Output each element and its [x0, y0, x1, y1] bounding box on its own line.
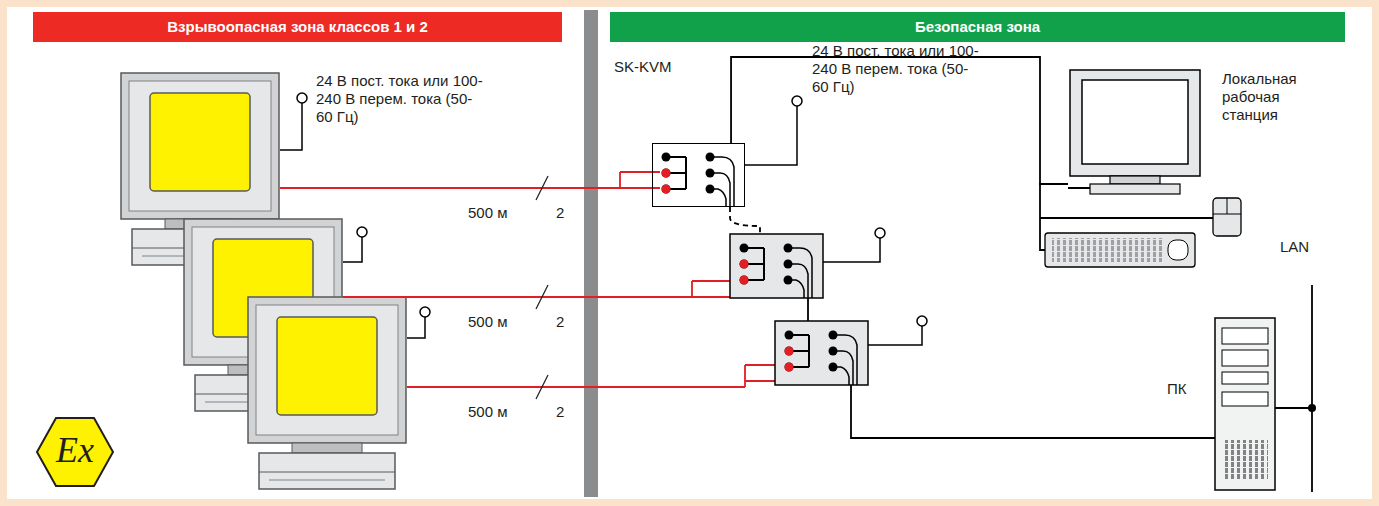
cable-count-slash	[536, 176, 548, 399]
node-label: ПК	[1167, 380, 1187, 398]
zone-band: Безопасная зона	[610, 12, 1345, 42]
cable-count: 2	[556, 204, 564, 222]
kvm-switch	[775, 316, 927, 385]
power-label: 24 В пост. тока или 100-240 В перем. ток…	[316, 72, 484, 126]
lan-bus	[1311, 285, 1313, 492]
pc-tower	[1215, 318, 1275, 490]
ex-monitor	[248, 297, 430, 489]
power-label: 24 В пост. тока или 100-240 В перем. ток…	[812, 42, 980, 96]
cascade-link	[807, 298, 809, 321]
ex-mark: Ex	[56, 430, 94, 470]
zone-title: Безопасная зона	[915, 18, 1040, 36]
cable-count: 2	[556, 313, 564, 331]
cable-length: 500 м	[468, 403, 508, 421]
cable-count: 2	[556, 403, 564, 421]
node-label: Локальная рабочая станция	[1222, 70, 1334, 124]
cable-length: 500 м	[468, 313, 508, 331]
pc-node: ПК	[1215, 318, 1275, 490]
workstation-node: Локальная рабочая станция	[1068, 68, 1202, 196]
kvm-switch	[730, 228, 885, 298]
workstation-monitor	[1070, 70, 1200, 194]
lan-cable	[1275, 407, 1312, 409]
cable-length: 500 м	[468, 204, 508, 222]
kvm-box: SK-KVM	[652, 143, 745, 207]
zone-title: Взрывоопасная зона классов 1 и 2	[167, 18, 428, 36]
ex-hexagon	[37, 418, 113, 486]
zone-band: Взрывоопасная зона классов 1 и 2	[33, 12, 562, 42]
pc-cable	[851, 385, 1215, 438]
signal-cable	[280, 172, 783, 387]
mouse	[1213, 198, 1241, 236]
node-label: SK-KVM	[614, 58, 672, 76]
network-label: LAN	[1280, 238, 1309, 256]
cascade-link	[730, 207, 760, 234]
zone-divider	[584, 10, 598, 497]
keyboard	[1045, 233, 1195, 267]
junction-dot	[1308, 404, 1316, 412]
